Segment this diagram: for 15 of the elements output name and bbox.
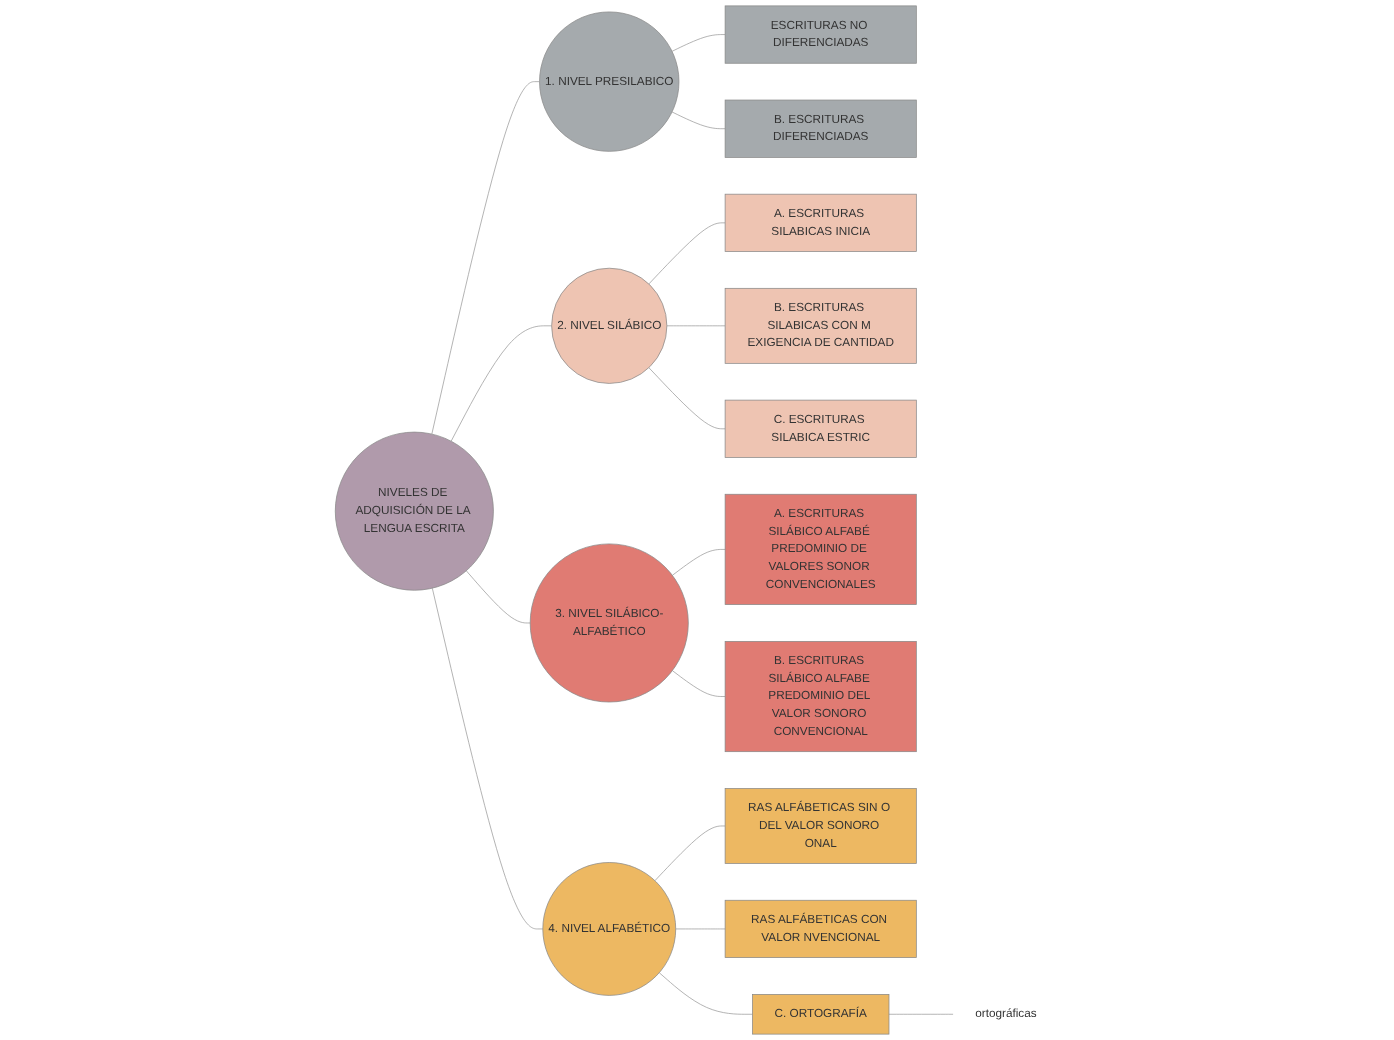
- connector: [654, 825, 726, 882]
- connector: [888, 1013, 954, 1015]
- connector: [671, 34, 726, 52]
- connector: [648, 367, 726, 430]
- connector: [672, 549, 726, 576]
- connector: [675, 928, 726, 930]
- connector: [465, 570, 531, 624]
- connector: [672, 670, 726, 697]
- connector: [666, 325, 726, 327]
- connector: [431, 587, 544, 930]
- connector: [658, 972, 753, 1015]
- connector: [671, 111, 726, 130]
- connector: [648, 222, 726, 285]
- connector: [450, 325, 552, 442]
- connector: [431, 81, 540, 435]
